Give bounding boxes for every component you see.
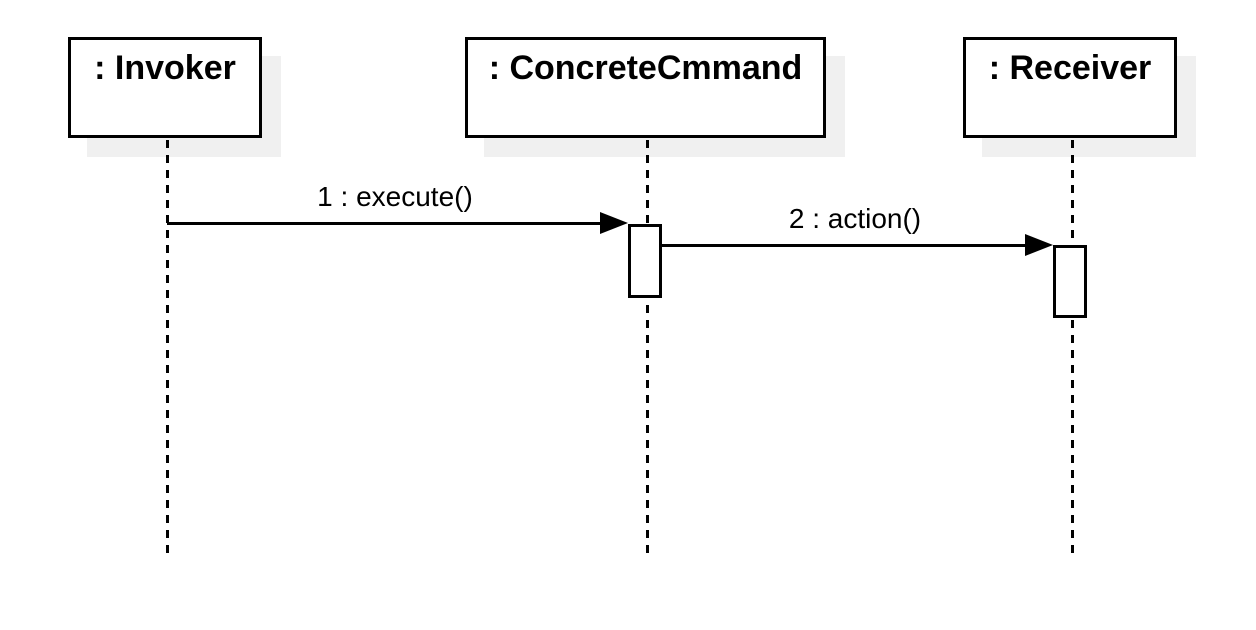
message-1-arrowhead-icon [600, 212, 628, 234]
message-1-line [167, 222, 602, 225]
lifeline-concretecmmand [645, 140, 649, 557]
actor-label-receiver: : Receiver [988, 49, 1152, 87]
actor-box-concretecmmand: : ConcreteCmmand [465, 37, 826, 138]
message-2-arrowhead-icon [1025, 234, 1053, 256]
message-2-line [662, 244, 1027, 247]
actor-box-receiver: : Receiver [963, 37, 1177, 138]
actor-label-concretecmmand: : ConcreteCmmand [488, 49, 803, 87]
activation-bar-receiver [1053, 245, 1087, 318]
actor-box-invoker: : Invoker [68, 37, 262, 138]
message-2-label: 2 : action() [788, 203, 922, 234]
message-1-label: 1 : execute() [317, 181, 473, 212]
lifeline-invoker [165, 140, 169, 557]
lifeline-receiver [1070, 140, 1074, 557]
actor-label-invoker: : Invoker [94, 49, 236, 87]
activation-bar-concretecmmand [628, 224, 662, 298]
